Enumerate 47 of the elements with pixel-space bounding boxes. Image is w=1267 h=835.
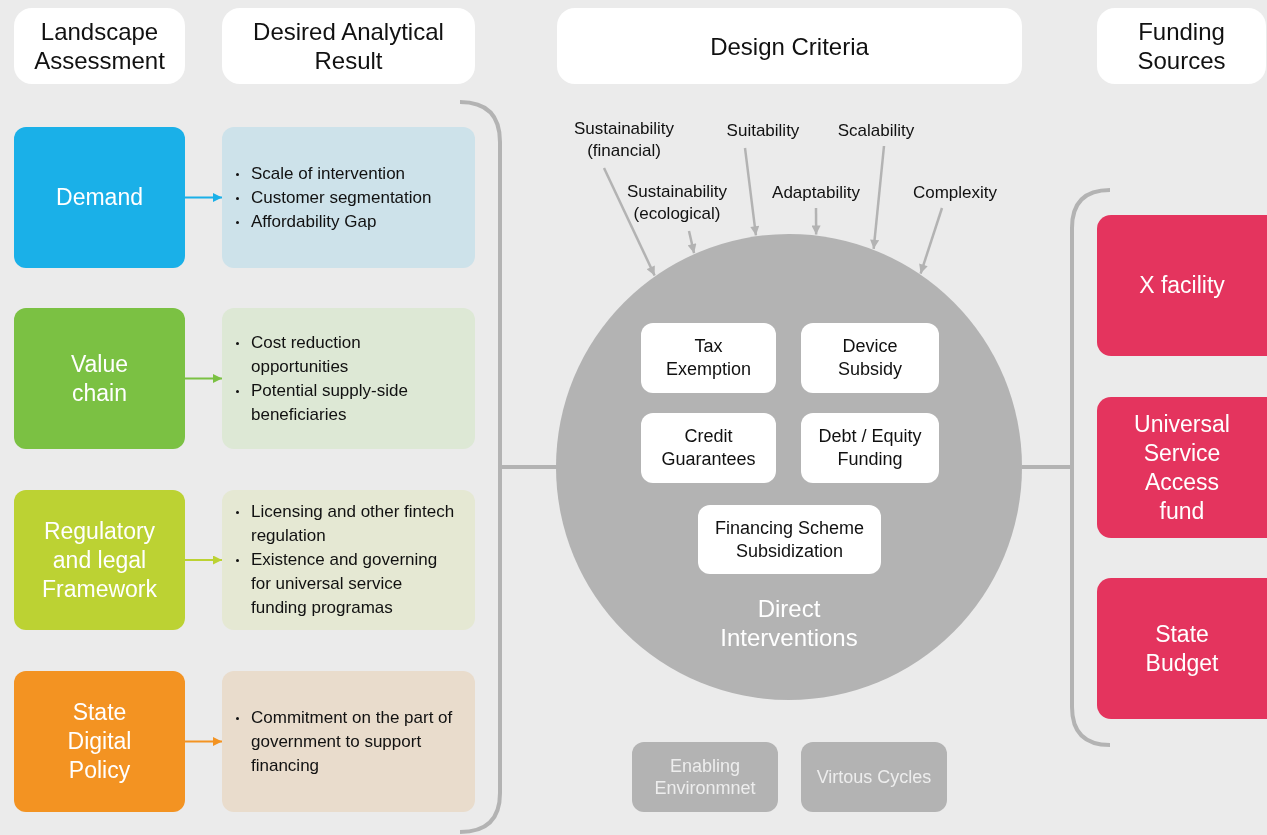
criterion-label: Suitability: [710, 119, 816, 143]
arrow: [811, 208, 821, 235]
arrow: [184, 374, 223, 383]
criterion-label: Complexity: [898, 181, 1012, 205]
funding-box: Universal Service Access fund: [1097, 397, 1267, 538]
bullet-text: Scale of intervention: [251, 162, 406, 185]
arrow: [184, 737, 223, 746]
intervention-box: Device Subsidy: [801, 323, 939, 393]
category-box: State Digital Policy: [14, 671, 185, 812]
bullet-text: Affordability Gap: [251, 210, 377, 233]
bullet-text: Cost reduction opportunities: [251, 331, 362, 378]
result-box: [222, 671, 475, 812]
category-box: Value chain: [14, 308, 185, 449]
result-box: [222, 490, 475, 630]
column-header: Design Criteria: [557, 8, 1022, 84]
bullet-text: Existence and governing for universal service funding programas: [251, 549, 439, 619]
result-box: [222, 127, 475, 268]
result-box: [222, 308, 475, 449]
bullet-text: Potential supply-side beneficiaries: [251, 379, 409, 426]
arrow: [919, 207, 944, 274]
criterion-label: Sustainability (financial): [560, 116, 688, 164]
criterion-label: Scalability: [824, 119, 928, 143]
funding-box: State Budget: [1097, 578, 1267, 719]
circle-title: Direct Interventions: [719, 594, 859, 652]
column-header: Funding Sources: [1097, 8, 1266, 84]
bullet-text: Licensing and other fintech regulation: [251, 501, 456, 547]
intervention-box: Tax Exemption: [641, 323, 776, 393]
arrow: [687, 230, 697, 254]
category-box: Regulatory and legal Framework: [14, 490, 185, 630]
criterion-label: Adaptability: [758, 181, 874, 205]
category-box: Demand: [14, 127, 185, 268]
intervention-box: Financing Scheme Subsidization: [698, 505, 881, 574]
funding-box: X facility: [1097, 215, 1267, 356]
intervention-box: Credit Guarantees: [641, 413, 776, 483]
arrow: [870, 145, 886, 249]
arrow: [184, 555, 223, 565]
column-header: Landscape Assessment: [14, 8, 185, 84]
arrow: [602, 167, 656, 276]
column-header: Desired Analytical Result: [222, 8, 475, 84]
enabling-box: Virtous Cycles: [801, 742, 947, 812]
enabling-box: Enabling Environmnet: [632, 742, 778, 812]
bullet-text: Commitment on the part of government to support financing: [251, 706, 454, 777]
arrow: [743, 147, 760, 236]
intervention-box: Debt / Equity Funding: [801, 413, 939, 483]
arrow: [184, 193, 223, 202]
bullet-text: Customer segmentation: [251, 186, 432, 209]
criterion-label: Sustainability (ecological): [614, 179, 740, 227]
